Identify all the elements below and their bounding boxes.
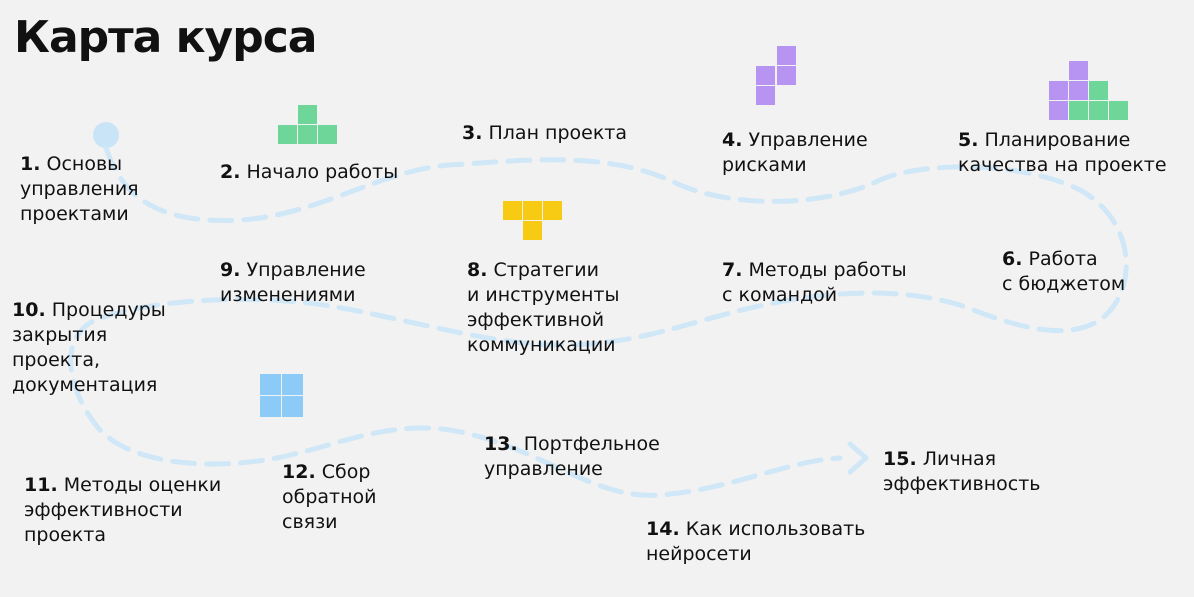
step-13: 13. Портфельное управление <box>484 432 660 482</box>
route-arrow-head <box>847 441 869 475</box>
step-label: Процедуры закрытия проекта, документация <box>12 299 166 396</box>
step-4: 4. Управление рисками <box>722 128 868 178</box>
route-start-dot <box>93 122 119 148</box>
step-10: 10. Процедуры закрытия проекта, документ… <box>12 298 166 398</box>
step-label: Управление изменениями <box>220 259 366 306</box>
step-number: 7. <box>722 259 743 281</box>
step-number: 13. <box>484 433 518 455</box>
step-number: 10. <box>12 299 46 321</box>
step-label: Начало работы <box>246 161 399 183</box>
step-number: 1. <box>20 153 41 175</box>
purple-blocks-icon <box>756 46 797 106</box>
step-number: 5. <box>958 129 979 151</box>
step-label: Основы управления проектами <box>20 153 139 225</box>
step-label: План проекта <box>488 122 628 144</box>
step-number: 15. <box>883 448 917 470</box>
step-label: Методы работы с командой <box>722 259 907 306</box>
step-number: 11. <box>24 474 58 496</box>
step-14: 14. Как использовать нейросети <box>646 517 865 567</box>
step-label: Стратегии и инструменты эффективной комм… <box>467 259 620 356</box>
yellow-blocks-icon <box>503 201 563 241</box>
purple-green-blocks-icon <box>1049 61 1129 121</box>
step-label: Сбор обратной связи <box>282 461 377 533</box>
blue-blocks-icon <box>260 374 304 418</box>
step-2: 2. Начало работы <box>220 160 398 185</box>
green-blocks-icon <box>278 105 338 145</box>
step-number: 9. <box>220 259 241 281</box>
step-label: Как использовать нейросети <box>646 518 866 565</box>
step-9: 9. Управление изменениями <box>220 258 366 308</box>
step-label: Работа с бюджетом <box>1002 248 1126 295</box>
step-7: 7. Методы работы с командой <box>722 258 907 308</box>
step-3: 3. План проекта <box>462 121 627 146</box>
step-15: 15. Личная эффективность <box>883 447 1040 497</box>
step-number: 6. <box>1002 248 1023 270</box>
step-number: 4. <box>722 129 743 151</box>
step-6: 6. Работа с бюджетом <box>1002 247 1125 297</box>
step-number: 14. <box>646 518 680 540</box>
step-8: 8. Стратегии и инструменты эффективной к… <box>467 258 620 358</box>
step-label: Методы оценки эффективности проекта <box>24 474 222 546</box>
step-label: Портфельное управление <box>484 433 660 480</box>
step-12: 12. Сбор обратной связи <box>282 460 377 535</box>
step-1: 1. Основы управления проектами <box>20 152 139 227</box>
step-label: Личная эффективность <box>883 448 1041 495</box>
step-number: 2. <box>220 161 241 183</box>
step-number: 3. <box>462 122 483 144</box>
step-11: 11. Методы оценки эффективности проекта <box>24 473 221 548</box>
route-dashed-line <box>68 145 1129 498</box>
step-5: 5. Планирование качества на проекте <box>958 128 1167 178</box>
step-number: 12. <box>282 461 316 483</box>
step-label: Планирование качества на проекте <box>958 129 1167 176</box>
page-title: Карта курса <box>14 12 317 63</box>
step-number: 8. <box>467 259 488 281</box>
step-label: Управление рисками <box>722 129 868 176</box>
